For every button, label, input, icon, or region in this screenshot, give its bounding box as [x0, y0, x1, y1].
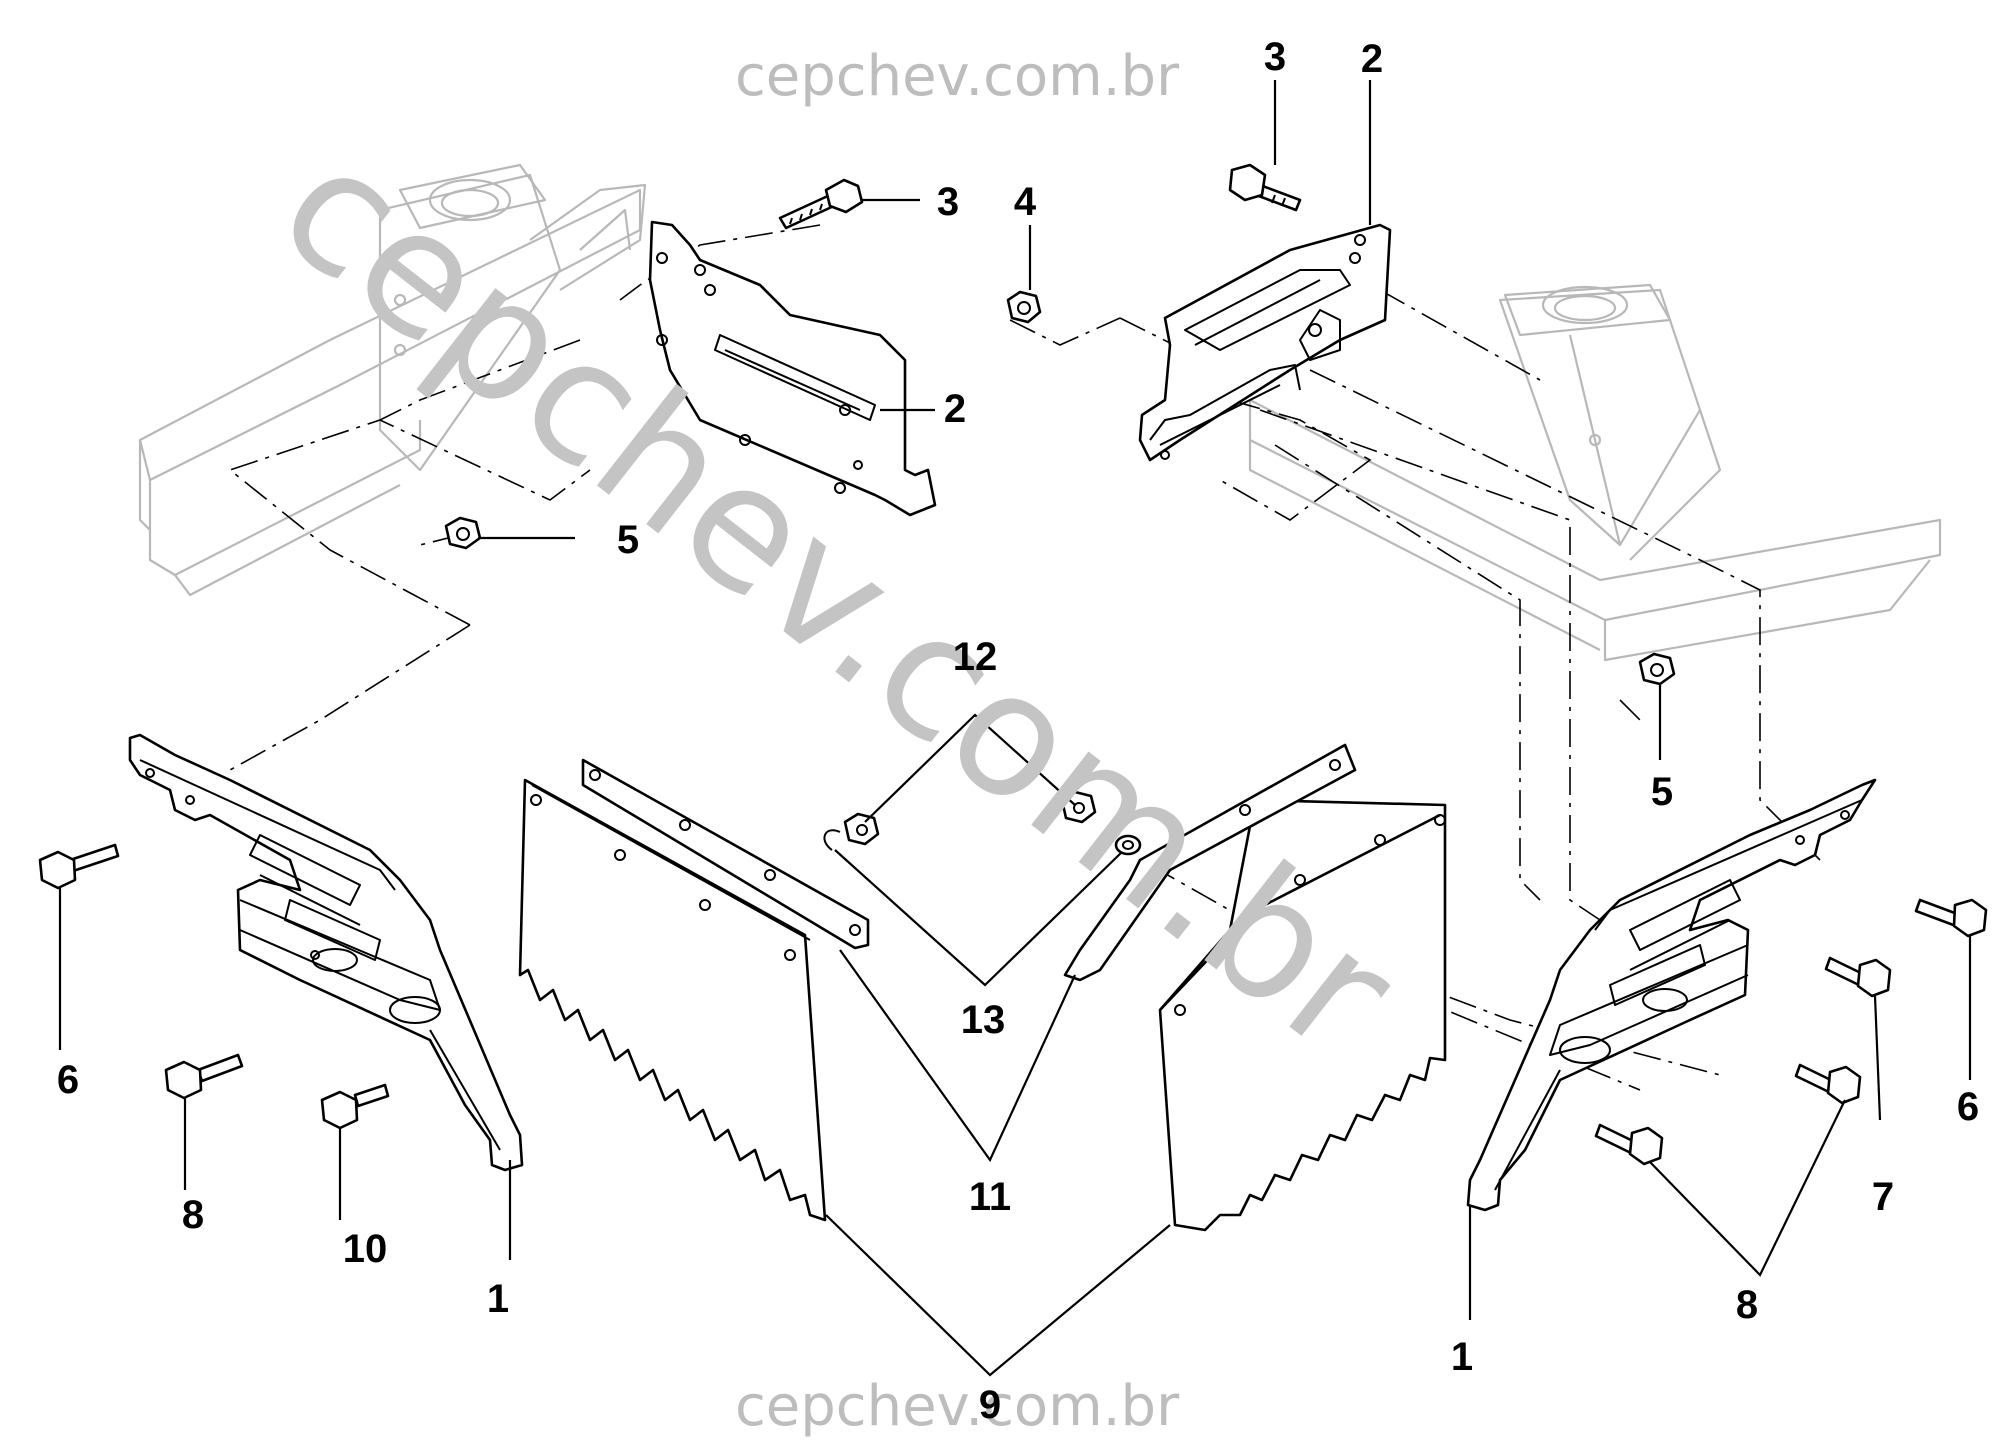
callout-left-bracket-2: 2 — [944, 387, 966, 431]
callout-left-nut-5: 5 — [617, 518, 639, 562]
leader-lines — [58, 80, 1972, 1377]
washer-13 — [823, 829, 1142, 856]
callout-right-bracket-2: 2 — [1361, 37, 1383, 81]
left-strip-11 — [581, 758, 870, 950]
left-bolt-6 — [38, 843, 120, 890]
left-mud-flap-9 — [518, 778, 827, 1222]
callout-right-bolt-8: 8 — [1736, 1283, 1758, 1327]
callout-nut-4: 4 — [1014, 180, 1037, 224]
watermark-top: cepchev.com.br — [735, 44, 1180, 109]
right-bolt-3 — [1228, 163, 1302, 212]
left-bracket-1 — [128, 733, 524, 1172]
callout-right-bolt-6: 6 — [1957, 1085, 1979, 1129]
callout-mud-flap-9: 9 — [979, 1383, 1001, 1427]
callout-right-bolt-3: 3 — [1264, 35, 1286, 79]
right-nut-5 — [1638, 652, 1676, 686]
bolt-10 — [320, 1083, 390, 1130]
callout-left-bolt-6: 6 — [57, 1058, 79, 1102]
callout-bolt-10: 10 — [343, 1227, 388, 1271]
assembly-lines — [228, 224, 1821, 1091]
callout-left-bracket-1: 1 — [487, 1277, 509, 1321]
callout-strip-11: 11 — [969, 1175, 1011, 1219]
callout-left-bolt-8: 8 — [182, 1193, 204, 1237]
right-strip-11 — [1063, 743, 1357, 982]
left-bolt-8 — [164, 1053, 244, 1100]
callout-nut-12: 12 — [953, 635, 998, 679]
callout-right-bracket-1: 1 — [1451, 1335, 1473, 1379]
nut-4 — [1006, 290, 1042, 324]
right-mud-flap-9 — [1158, 798, 1447, 1232]
left-bolt-3 — [778, 178, 864, 230]
left-frame-rail — [138, 163, 647, 597]
watermark-bottom: cepchev.com.br — [735, 1374, 1180, 1439]
callout-left-bolt-3: 3 — [937, 180, 959, 224]
right-bolt-6 — [1914, 898, 1988, 938]
right-bolt-8 — [1594, 1063, 1862, 1166]
left-bracket-2 — [648, 220, 937, 517]
right-bracket-2 — [1138, 223, 1392, 462]
callout-washer-13: 13 — [961, 998, 1006, 1042]
right-frame-rail — [1248, 283, 1942, 662]
bolt-7 — [1824, 956, 1892, 998]
right-bracket-1 — [1466, 778, 1877, 1212]
callout-bolt-7: 7 — [1872, 1175, 1894, 1219]
left-nut-5 — [444, 516, 482, 550]
callout-right-nut-5: 5 — [1651, 770, 1673, 814]
